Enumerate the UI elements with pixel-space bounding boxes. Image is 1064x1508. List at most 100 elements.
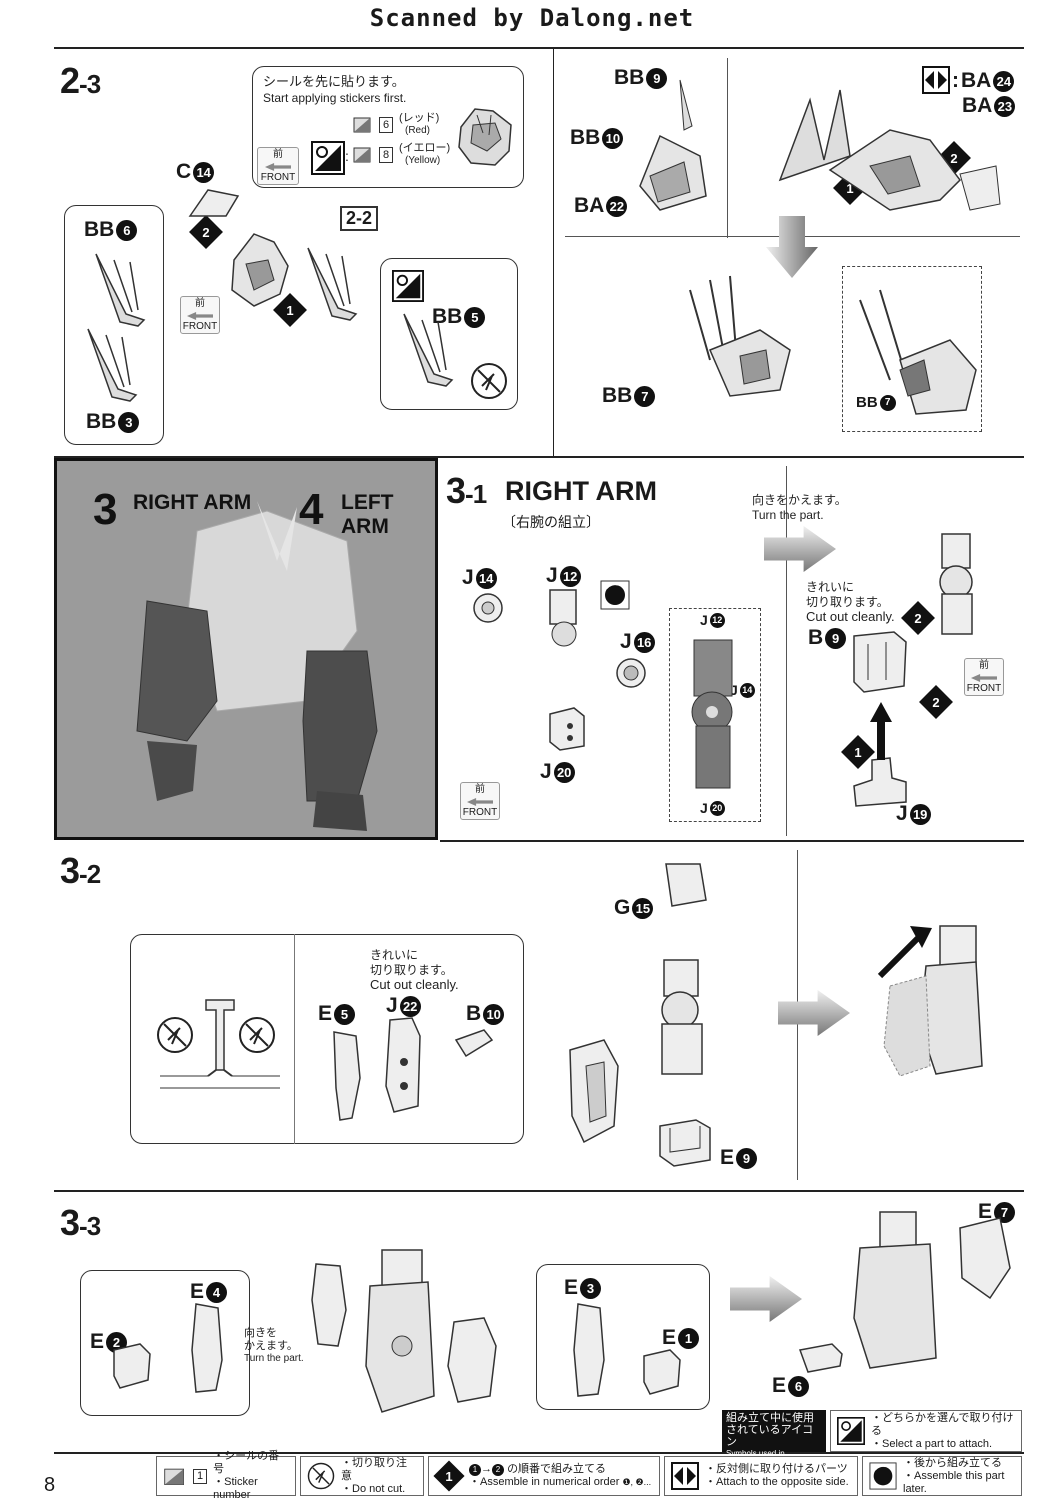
- step-3-1-label: 3-1: [446, 470, 487, 511]
- horn-part-drawing: [403, 313, 454, 387]
- rule-3: [440, 840, 1024, 842]
- cut-note-jp-2: 切り取ります。: [370, 963, 453, 977]
- legend-select-cell: ・どちらかを選んで取り付ける・Select a part to attach.: [830, 1410, 1022, 1452]
- cut-note-en: Cut out cleanly.: [806, 609, 895, 624]
- sticker-red-jp: (レッド): [399, 112, 440, 124]
- rule-5: [54, 1452, 1024, 1454]
- step-3-3-label: 3-3: [60, 1202, 101, 1243]
- do-not-cut-icon: [239, 1017, 275, 1053]
- col-divider-top: [553, 48, 554, 456]
- forearm-part-drawing: [569, 1039, 619, 1144]
- sticker-red-num: 6: [379, 117, 393, 133]
- step-2-3-label: 2-3: [60, 60, 101, 101]
- legend-later-jp: ・後から組み立てる: [903, 1456, 1002, 1469]
- turn-note-jp-1: 向きを: [244, 1327, 277, 1339]
- arm-overview-panel: 3 RIGHT ARM 4 LEFT ARM: [54, 458, 438, 840]
- head-assembled-drawing: [689, 275, 791, 397]
- legend-later-en: ・Assemble this part later.: [903, 1469, 1005, 1495]
- legend-cut-en: ・Do not cut.: [341, 1482, 406, 1495]
- armor-part-drawing: [191, 1303, 223, 1393]
- legend-cut-cell: ・切り取り注意・Do not cut.: [300, 1456, 424, 1496]
- rule-2: [54, 456, 1024, 458]
- result-arrow: [778, 990, 850, 1036]
- head-assembly-drawing: [231, 233, 289, 307]
- scan-credit: Scanned by Dalong.net: [369, 4, 695, 32]
- bracket-part-drawing: [853, 631, 907, 693]
- legend-cut-jp: ・切り取り注意: [341, 1456, 407, 1482]
- armor-part-drawing: [643, 1349, 681, 1395]
- legend-order-jp: の順番で組み立てる: [507, 1463, 607, 1475]
- sticker-red-en: (Red): [405, 125, 431, 136]
- cut-note-jp-1: きれいに: [370, 948, 419, 962]
- section-title-3: RIGHT ARM: [133, 491, 252, 514]
- substep-divider-2: [786, 466, 787, 836]
- result-arrow: [730, 1276, 802, 1322]
- sticker-yellow-num: 8: [379, 147, 393, 163]
- step-3-1-title: RIGHT ARM: [505, 476, 657, 506]
- head-crest-drawing: [639, 79, 707, 211]
- joint-part-drawing: [473, 593, 503, 623]
- sticker-icon: [353, 117, 371, 133]
- cap-part-drawing: [798, 1343, 843, 1373]
- armor-part-drawing: [573, 1303, 605, 1397]
- colon: :: [345, 148, 349, 164]
- select-part-icon: [837, 1417, 865, 1445]
- arm-core-drawing: [365, 1249, 435, 1413]
- legend-title-box: 組み立て中に使用 されているアイコン Symbols used in instr…: [722, 1410, 826, 1470]
- joint-part-drawing: [549, 589, 577, 647]
- rule-top: [54, 47, 1024, 49]
- assemble-later-icon: [869, 1462, 897, 1490]
- turn-arrow: [764, 526, 836, 572]
- sticker-icon: [164, 1468, 184, 1485]
- turn-note-jp-2: かえます。: [244, 1340, 298, 1352]
- ref-step-box: 2-2: [340, 206, 379, 231]
- legend-sticker-cell: 1 ・シールの番号・Sticker number: [156, 1450, 296, 1501]
- assemble-later-icon: [600, 580, 630, 610]
- cut-note-jp-1: きれいに: [806, 580, 855, 594]
- legend-select-jp: ・どちらかを選んで取り付ける: [871, 1411, 1014, 1437]
- legend-opposite-cell: ・反対側に取り付けるパーツ・Attach to the opposite sid…: [664, 1456, 858, 1496]
- step-3-2-label: 3-2: [60, 850, 101, 891]
- order-seq-icon: 1: [469, 1464, 481, 1476]
- arm-assembly-drawing: [939, 533, 973, 635]
- order-step-2-icon: 2: [919, 685, 953, 719]
- legend-opposite-en: ・Attach to the opposite side.: [705, 1476, 849, 1488]
- arm-final-drawing: [853, 1211, 1011, 1369]
- head-crest-drawing: [778, 89, 1001, 211]
- opposite-side-icon: [922, 66, 950, 94]
- antenna-part-drawing: [188, 189, 240, 217]
- detail-box-dashed: [842, 266, 982, 432]
- arm-joint-detail-drawing: [691, 639, 733, 789]
- armor-part-drawing: [333, 1031, 361, 1121]
- gate-detail-drawing: [160, 999, 280, 1089]
- down-arrow: [766, 216, 818, 278]
- armor-part-drawing: [113, 1343, 151, 1389]
- turn-note-en: Turn the part.: [752, 508, 824, 522]
- turn-note-jp: 向きをかえます。: [752, 493, 847, 507]
- page-number: 8: [44, 1474, 56, 1496]
- bracket-part-drawing: [853, 757, 907, 807]
- section-title-4: LEFT ARM: [341, 491, 394, 538]
